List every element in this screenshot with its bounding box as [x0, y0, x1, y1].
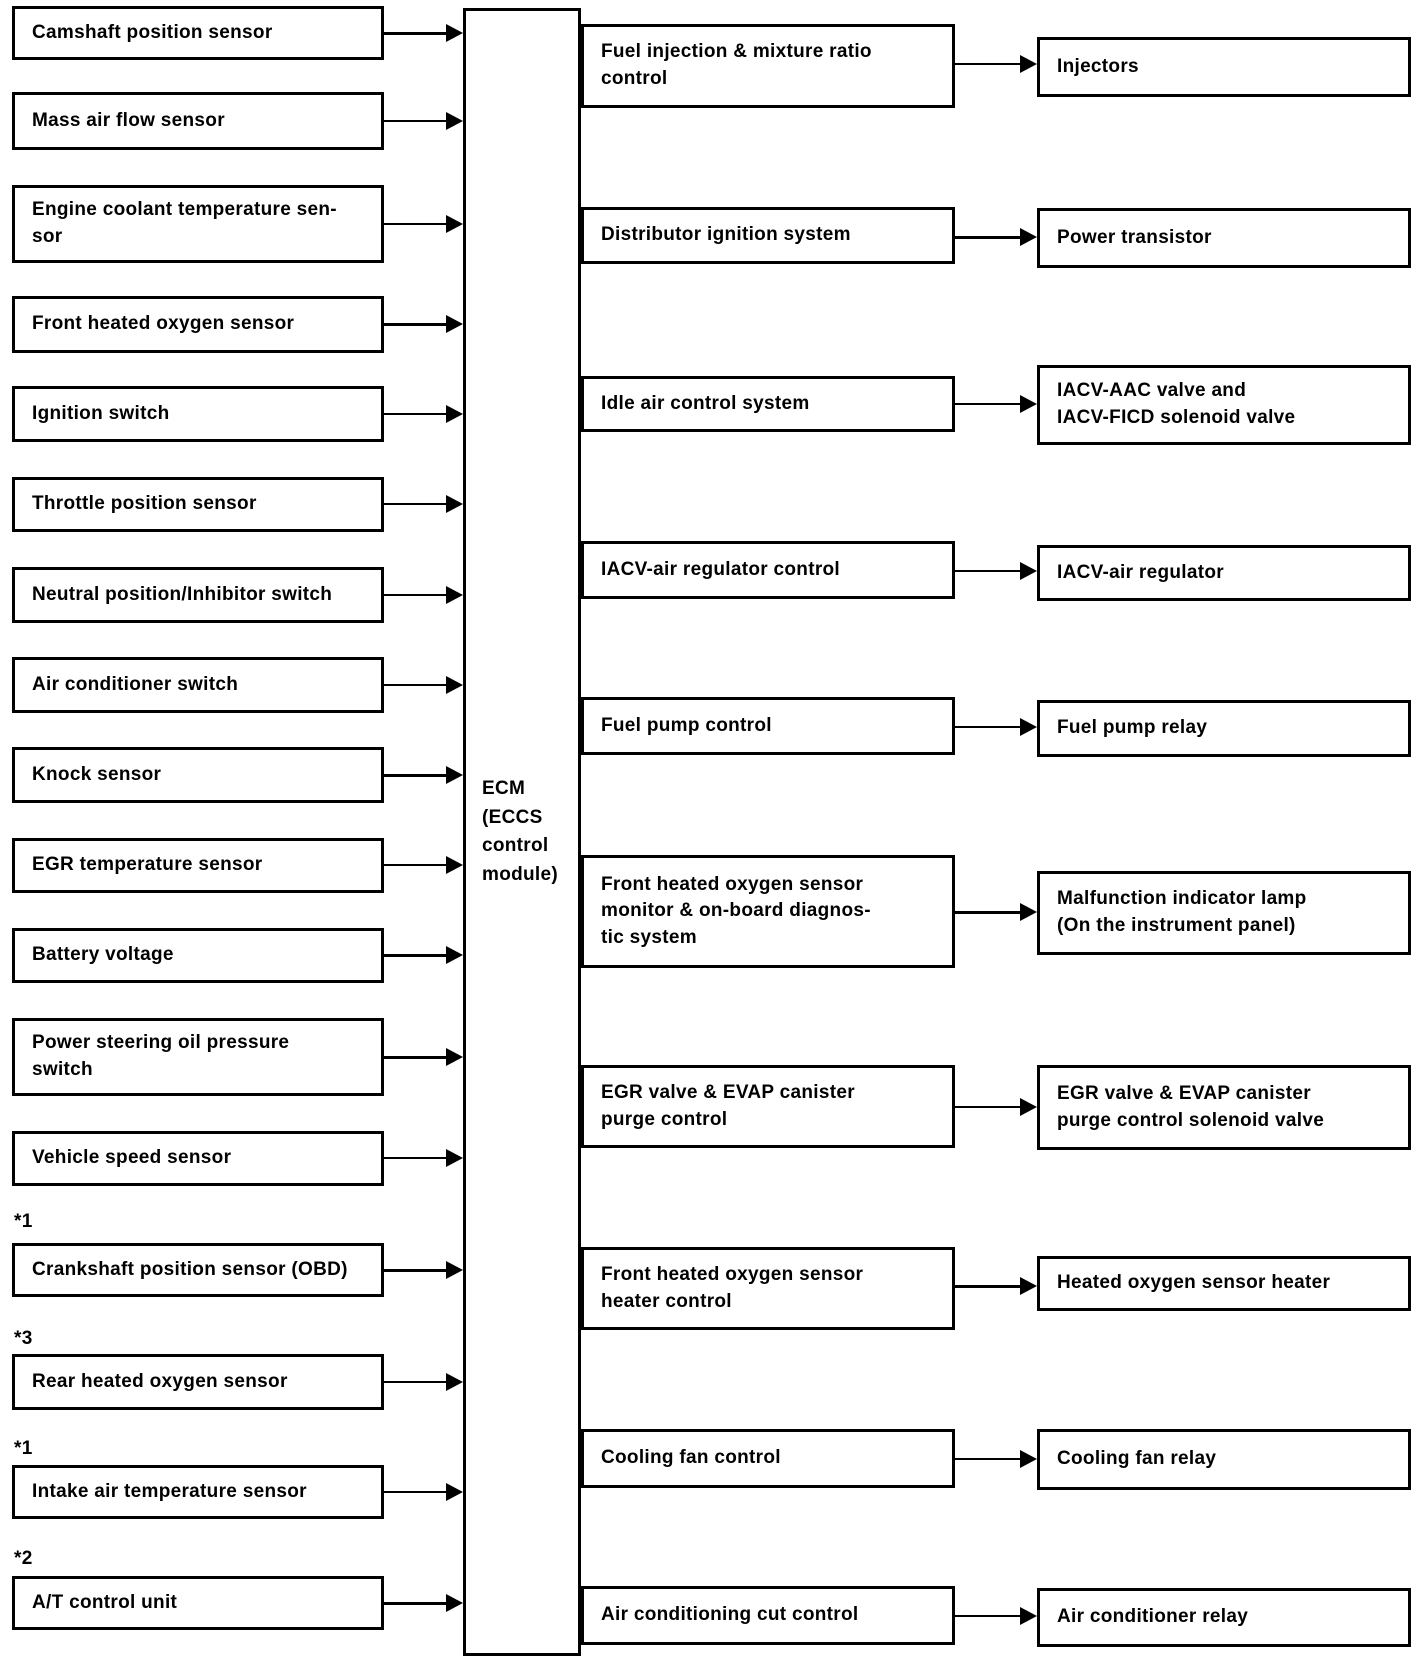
- box-label: IACV-air regulator: [1057, 561, 1224, 583]
- box-label: Camshaft position sensor: [32, 21, 273, 43]
- box-label: Power steering oil pressure switch: [32, 1032, 290, 1080]
- output-box-egr-valve-evap-canister-purge-control-solenoid-valve: EGR valve & EVAP canister purge control …: [1037, 1065, 1411, 1150]
- input-box-egr-temperature-sensor: EGR temperature sensor: [12, 838, 384, 893]
- box-label: Front heated oxygen sensor monitor & on-…: [601, 873, 871, 948]
- box-label: Heated oxygen sensor heater: [1057, 1272, 1331, 1294]
- box-label: Cooling fan control: [601, 1447, 781, 1469]
- control-box-egr-valve-evap-canister-purge-control: EGR valve & EVAP canister purge control: [581, 1065, 955, 1148]
- footnote-marker-rear-heated-oxygen-sensor: *3: [14, 1328, 33, 1349]
- box-label: Rear heated oxygen sensor: [32, 1370, 288, 1392]
- control-box-cooling-fan-control: Cooling fan control: [581, 1429, 955, 1488]
- control-box-fuel-pump-control: Fuel pump control: [581, 697, 955, 755]
- output-box-heated-oxygen-sensor-heater: Heated oxygen sensor heater: [1037, 1256, 1411, 1311]
- box-label: Fuel injection & mixture ratio control: [601, 41, 872, 89]
- box-label: Neutral position/Inhibitor switch: [32, 583, 333, 605]
- input-box-rear-heated-oxygen-sensor: Rear heated oxygen sensor: [12, 1354, 384, 1410]
- box-label: Fuel pump relay: [1057, 717, 1208, 739]
- output-box-iacv-aac-valve-and-iacv-ficd-solenoid-valve: IACV-AAC valve and IACV-FICD solenoid va…: [1037, 365, 1411, 445]
- control-box-distributor-ignition-system: Distributor ignition system: [581, 207, 955, 264]
- box-label: Knock sensor: [32, 763, 162, 785]
- input-box-ignition-switch: Ignition switch: [12, 386, 384, 442]
- control-box-fuel-injection-mixture-ratio-control: Fuel injection & mixture ratio control: [581, 24, 955, 108]
- box-label: EGR valve & EVAP canister purge control: [601, 1081, 855, 1130]
- box-label: Throttle position sensor: [32, 493, 257, 515]
- output-box-power-transistor: Power transistor: [1037, 208, 1411, 268]
- ecm-label: ECM (ECCS control module): [482, 778, 558, 885]
- box-label: Crankshaft position sensor (OBD): [32, 1258, 348, 1280]
- input-box-knock-sensor: Knock sensor: [12, 747, 384, 803]
- box-label: Mass air flow sensor: [32, 109, 225, 131]
- box-label: Air conditioning cut control: [601, 1604, 859, 1626]
- box-label: IACV-AAC valve and IACV-FICD solenoid va…: [1057, 380, 1296, 428]
- box-label: Front heated oxygen sensor: [32, 313, 295, 335]
- footnote-marker-intake-air-temperature-sensor: *1: [14, 1438, 33, 1459]
- output-box-injectors: Injectors: [1037, 37, 1411, 97]
- box-label: A/T control unit: [32, 1591, 178, 1613]
- footnote-marker-crankshaft: *1: [14, 1211, 33, 1232]
- box-label: Vehicle speed sensor: [32, 1147, 232, 1169]
- box-label: Air conditioner relay: [1057, 1606, 1249, 1628]
- footnote-marker-at-control-unit: *2: [14, 1548, 33, 1569]
- ecm-box: ECM (ECCS control module): [463, 8, 581, 1656]
- output-box-iacv-air-regulator: IACV-air regulator: [1037, 545, 1411, 601]
- control-box-iacv-air-regulator-control: IACV-air regulator control: [581, 541, 955, 599]
- box-label: Fuel pump control: [601, 714, 772, 736]
- output-box-cooling-fan-relay: Cooling fan relay: [1037, 1429, 1411, 1490]
- output-box-malfunction-indicator-lamp: Malfunction indicator lamp (On the instr…: [1037, 871, 1411, 955]
- input-box-power-steering-oil-pressure-switch: Power steering oil pressure switch: [12, 1018, 384, 1096]
- input-box-throttle-position-sensor: Throttle position sensor: [12, 477, 384, 532]
- box-label: Intake air temperature sensor: [32, 1480, 307, 1502]
- control-box-front-heated-oxygen-sensor-monitor-obd-system: Front heated oxygen sensor monitor & on-…: [581, 855, 955, 968]
- box-label: Ignition switch: [32, 402, 170, 424]
- output-box-air-conditioner-relay: Air conditioner relay: [1037, 1588, 1411, 1647]
- input-box-front-heated-oxygen-sensor: Front heated oxygen sensor: [12, 296, 384, 353]
- box-label: Malfunction indicator lamp (On the instr…: [1057, 888, 1307, 936]
- box-label: IACV-air regulator control: [601, 558, 841, 580]
- control-box-idle-air-control-system: Idle air control system: [581, 376, 955, 432]
- box-label: Battery voltage: [32, 944, 174, 966]
- input-box-mass-air-flow-sensor: Mass air flow sensor: [12, 92, 384, 150]
- control-box-air-conditioning-cut-control: Air conditioning cut control: [581, 1586, 955, 1645]
- box-label: Front heated oxygen sensor heater contro…: [601, 1263, 864, 1312]
- input-box-at-control-unit: A/T control unit: [12, 1576, 384, 1630]
- box-label: Idle air control system: [601, 392, 810, 414]
- box-label: Distributor ignition system: [601, 224, 851, 246]
- input-box-engine-coolant-temperature-sensor: Engine coolant temperature sen- sor: [12, 185, 384, 263]
- input-box-vehicle-speed-sensor: Vehicle speed sensor: [12, 1131, 384, 1186]
- control-box-front-heated-oxygen-sensor-heater-control: Front heated oxygen sensor heater contro…: [581, 1247, 955, 1330]
- input-box-neutral-position-inhibitor-switch: Neutral position/Inhibitor switch: [12, 567, 384, 623]
- box-label: Cooling fan relay: [1057, 1448, 1217, 1470]
- box-label: Power transistor: [1057, 226, 1212, 248]
- input-box-battery-voltage: Battery voltage: [12, 928, 384, 983]
- box-label: EGR temperature sensor: [32, 854, 263, 876]
- input-box-crankshaft-position-sensor-obd: Crankshaft position sensor (OBD): [12, 1243, 384, 1297]
- box-label: Air conditioner switch: [32, 673, 239, 695]
- input-box-intake-air-temperature-sensor: Intake air temperature sensor: [12, 1465, 384, 1519]
- box-label: Engine coolant temperature sen- sor: [32, 199, 337, 247]
- box-label: Injectors: [1057, 55, 1139, 77]
- input-box-camshaft-position-sensor: Camshaft position sensor: [12, 6, 384, 60]
- box-label: EGR valve & EVAP canister purge control …: [1057, 1082, 1325, 1131]
- output-box-fuel-pump-relay: Fuel pump relay: [1037, 700, 1411, 757]
- input-box-air-conditioner-switch: Air conditioner switch: [12, 657, 384, 713]
